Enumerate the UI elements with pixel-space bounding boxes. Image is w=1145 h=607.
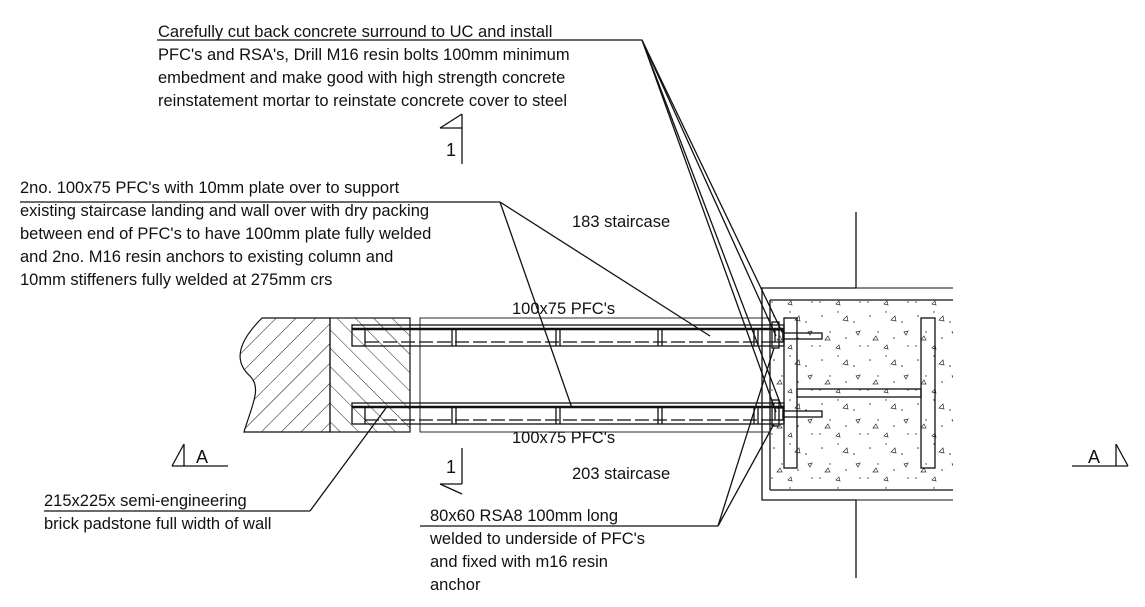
resin-bolts — [782, 332, 823, 418]
note-top-line-2: PFC's and RSA's, Drill M16 resin bolts 1… — [158, 46, 570, 64]
section-a-left-label: A — [196, 447, 208, 467]
note-rsa-line-3: and fixed with m16 resin — [430, 553, 608, 571]
section-1-top-label: 1 — [446, 140, 456, 160]
note-pfc-line-1: 2no. 100x75 PFC's with 10mm plate over t… — [20, 179, 400, 197]
staircase-183-label: 183 staircase — [572, 213, 670, 231]
note-pfc-line-2: existing staircase landing and wall over… — [20, 202, 429, 220]
section-mark-a-right: A — [1072, 443, 1129, 467]
section-a-right-label: A — [1088, 447, 1100, 467]
note-top-line-3: embedment and make good with high streng… — [158, 69, 565, 87]
note-pfc-line-3: between end of PFC's to have 100mm plate… — [20, 225, 431, 243]
section-mark-1-bottom: 1 — [439, 448, 463, 495]
section-mark-1-top: 1 — [439, 113, 463, 164]
pfc-upper — [351, 324, 785, 347]
note-rsa: 80x60 RSA8 100mm long welded to undersid… — [429, 507, 645, 594]
note-top-line-4: reinstatement mortar to reinstate concre… — [158, 92, 567, 110]
note-padstone-line-1: 215x225x semi-engineering — [44, 492, 247, 510]
concrete-encased-column — [761, 212, 953, 578]
note-rsa-line-2: welded to underside of PFC's — [429, 530, 645, 548]
leader-lines — [20, 39, 783, 527]
landing-outline — [419, 317, 771, 433]
brick-padstone — [329, 317, 411, 433]
note-pfc: 2no. 100x75 PFC's with 10mm plate over t… — [20, 179, 431, 289]
pfc-lower — [351, 402, 785, 425]
note-top-line-1: Carefully cut back concrete surround to … — [158, 23, 552, 41]
note-padstone: 215x225x semi-engineering brick padstone… — [44, 492, 271, 533]
note-padstone-line-2: brick padstone full width of wall — [44, 515, 271, 533]
note-rsa-line-1: 80x60 RSA8 100mm long — [430, 507, 618, 525]
staircase-203-label: 203 staircase — [572, 465, 670, 483]
pfc-upper-label: 100x75 PFC's — [512, 300, 615, 318]
note-top: Carefully cut back concrete surround to … — [158, 23, 570, 110]
section-1-bottom-label: 1 — [446, 457, 456, 477]
existing-wall — [239, 317, 331, 433]
note-rsa-line-4: anchor — [430, 576, 481, 594]
universal-column — [783, 317, 936, 469]
section-mark-a-left: A — [171, 443, 228, 467]
note-pfc-line-5: 10mm stiffeners fully welded at 275mm cr… — [20, 271, 332, 289]
pfc-lower-label: 100x75 PFC's — [512, 429, 615, 447]
note-pfc-line-4: and 2no. M16 resin anchors to existing c… — [20, 248, 393, 266]
